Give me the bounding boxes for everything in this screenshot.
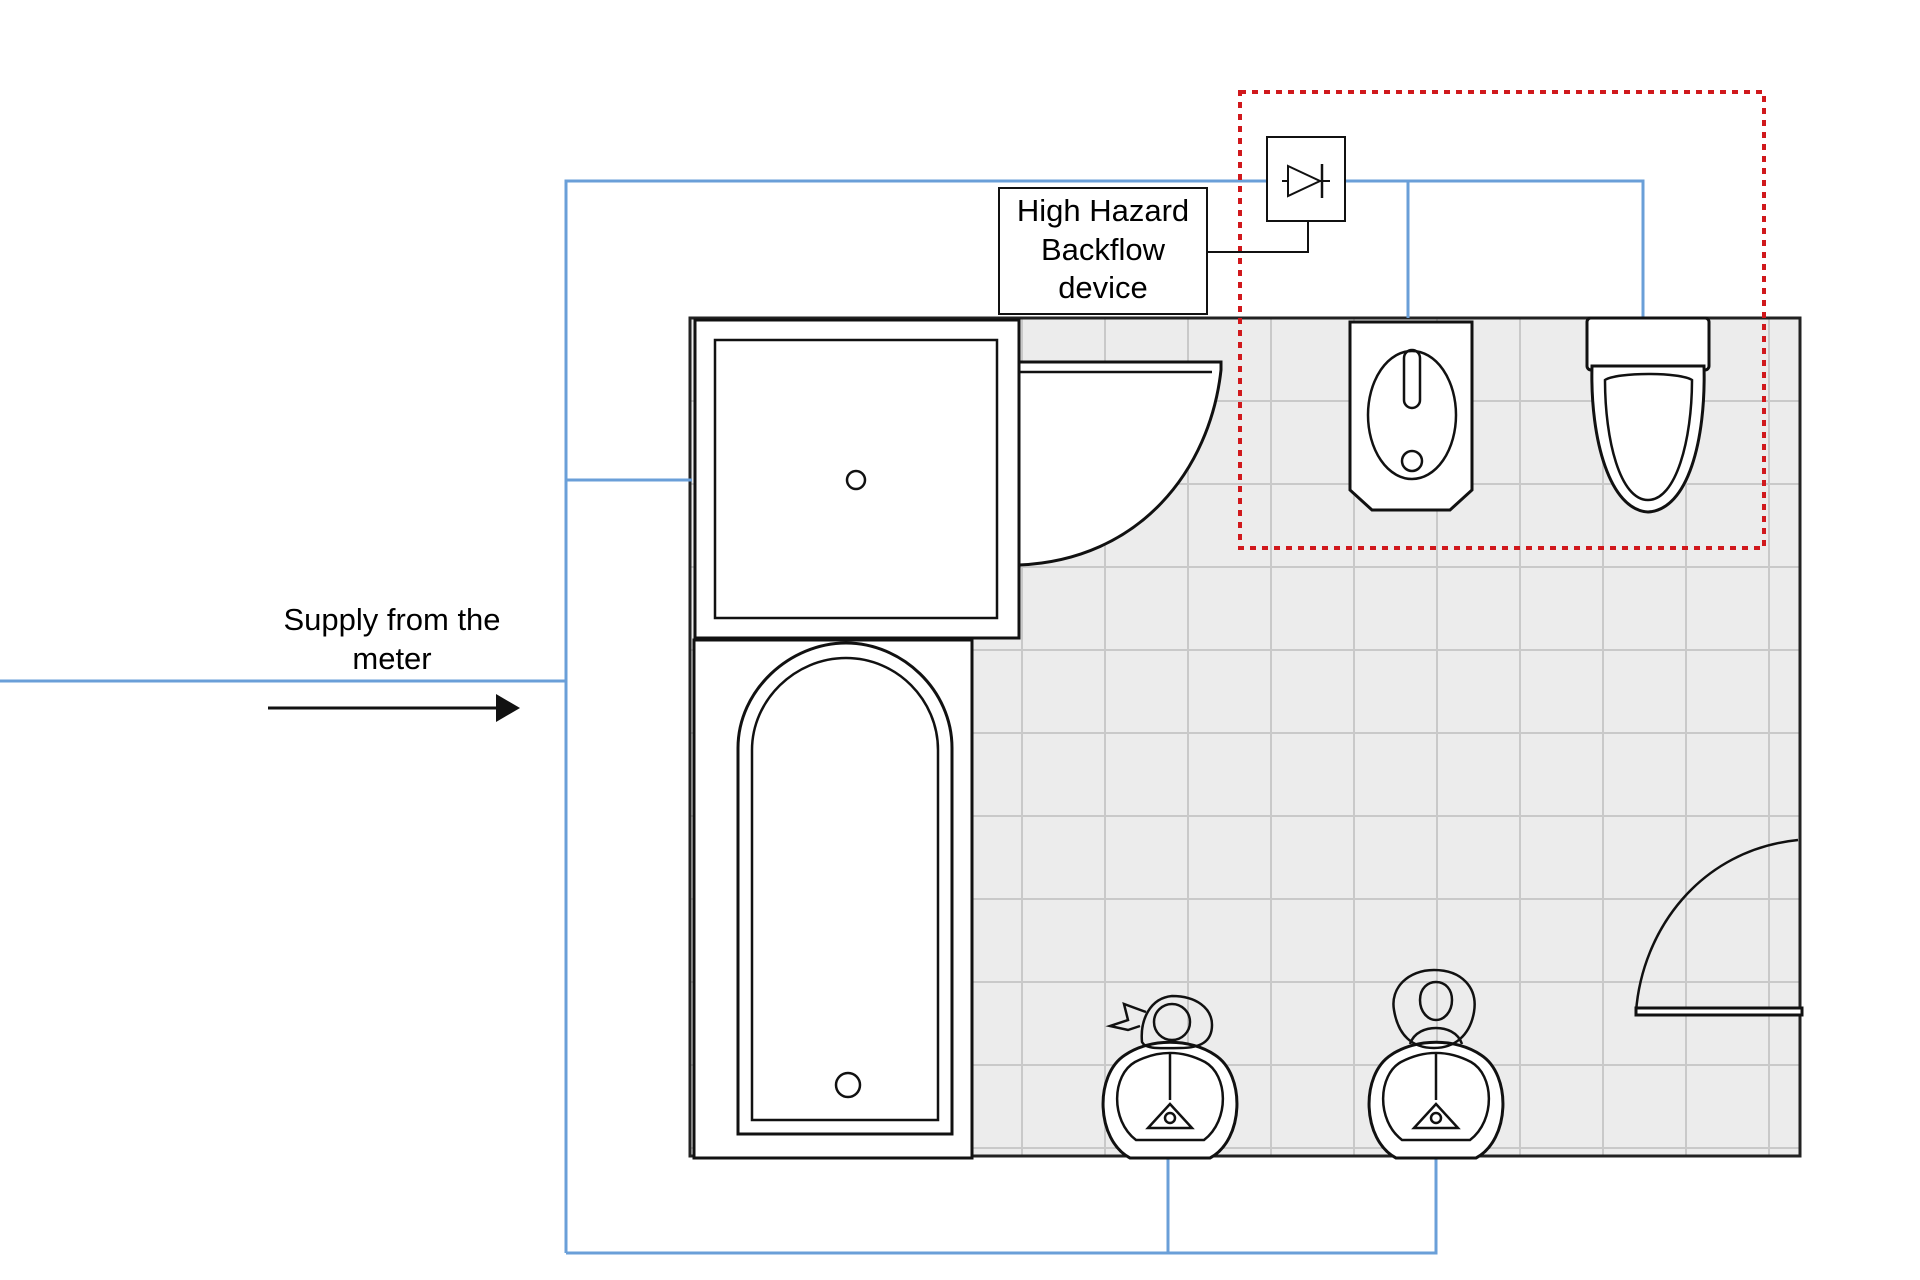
label-line-3: device xyxy=(1058,270,1148,305)
toilet xyxy=(1585,316,1711,514)
person-icon xyxy=(1392,968,1476,1050)
high-hazard-zone xyxy=(1238,90,1766,550)
supply-pipework xyxy=(0,179,1645,1255)
label-line-2: Backflow xyxy=(1041,232,1166,267)
shower-tray xyxy=(693,318,1021,640)
supply-label-line-2: meter xyxy=(352,641,431,676)
bath-drain-icon xyxy=(834,1071,862,1099)
bathtub xyxy=(692,638,974,1160)
wash-basin-left xyxy=(1101,994,1239,1160)
label-line-1: High Hazard xyxy=(1017,193,1189,228)
backflow-device-label: High Hazard Backflow device xyxy=(998,187,1208,315)
door xyxy=(1634,838,1804,1017)
bottom-loop-pipe xyxy=(566,1156,1438,1255)
supply-label-line-1: Supply from the xyxy=(283,602,500,637)
supply-annotation: Supply from the meter xyxy=(268,602,520,722)
bidet xyxy=(1348,320,1474,512)
backflow-device xyxy=(1207,136,1346,253)
corner-basin xyxy=(1017,360,1223,567)
person-icon xyxy=(1140,994,1214,1050)
backflow-device-icon xyxy=(1282,164,1330,198)
callout-leader-line xyxy=(1207,221,1309,253)
flow-direction-arrow-icon xyxy=(268,694,520,722)
shower-drain-icon xyxy=(845,469,867,491)
wash-basin-right xyxy=(1367,968,1505,1160)
riser-pipe xyxy=(564,179,1645,1253)
